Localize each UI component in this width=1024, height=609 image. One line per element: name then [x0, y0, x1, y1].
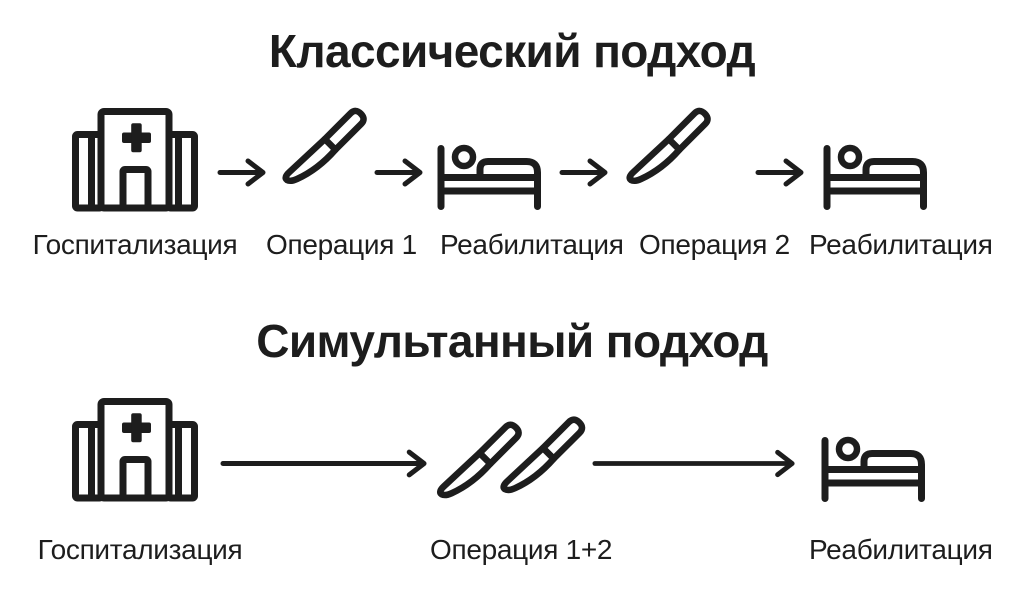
scalpel-icon: [279, 105, 372, 186]
section-title-simultaneous: Симультанный подход: [256, 315, 768, 367]
hospital-icon: [72, 398, 198, 502]
patient-bed-icon: [820, 436, 928, 503]
long-arrow-right-icon: [220, 448, 430, 479]
step-label-hospitalization: Госпитализация: [37, 534, 243, 565]
step-label-operation-1: Операция 1: [266, 229, 417, 260]
double-scalpel-icon: [434, 413, 591, 501]
step-label-operation-2: Операция 2: [639, 229, 790, 260]
arrow-right-icon: [373, 157, 425, 188]
patient-bed-icon: [436, 144, 544, 211]
scalpel-icon: [623, 105, 716, 186]
step-label-hospitalization: Госпитализация: [32, 229, 238, 260]
hospital-icon: [72, 108, 198, 212]
arrow-right-icon: [558, 157, 610, 188]
section-title-classic: Классический подход: [268, 25, 756, 77]
step-label-rehabilitation: Реабилитация: [440, 229, 624, 260]
arrow-right-icon: [216, 157, 268, 188]
step-label-rehabilitation: Реабилитация: [809, 534, 993, 565]
step-label-rehabilitation: Реабилитация: [809, 229, 993, 260]
patient-bed-icon: [822, 144, 930, 211]
step-label-operation-1-2: Операция 1+2: [430, 534, 613, 565]
long-arrow-right-icon: [592, 448, 798, 479]
arrow-right-icon: [754, 157, 806, 188]
